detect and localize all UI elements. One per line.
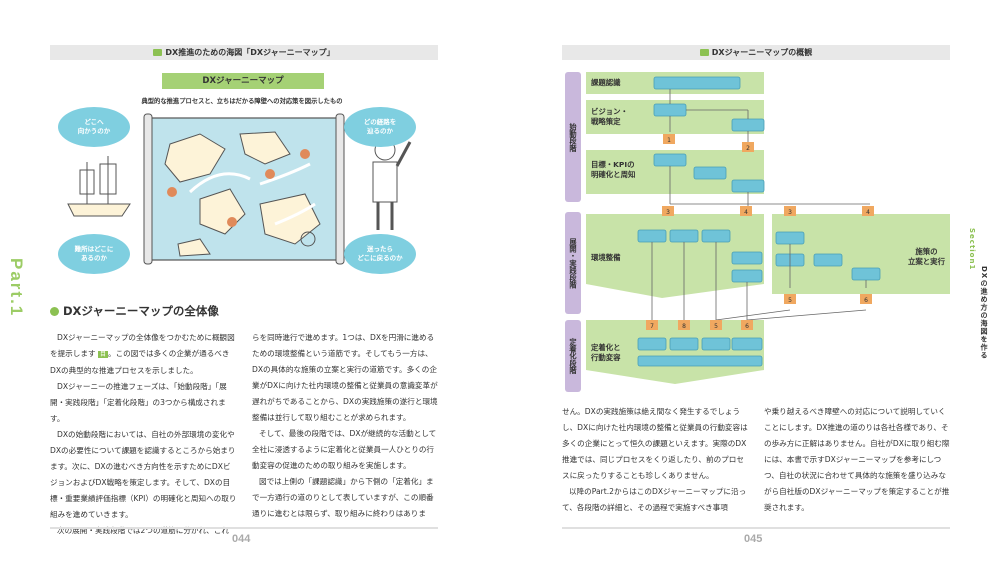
header-marker-icon	[153, 49, 163, 56]
badge-7: 7	[650, 323, 654, 330]
right-column-2: や乗り越えるべき障壁への対応について説明していくことにします。DX推進の道のりは…	[764, 407, 950, 512]
phase-start: 始動段階	[565, 72, 581, 202]
badge-5: 5	[788, 297, 792, 304]
phase-deploy: 展開・実践段階	[565, 212, 581, 314]
map-pin-icon	[300, 149, 310, 159]
badge-1: 1	[667, 137, 671, 144]
badge-2: 2	[746, 145, 750, 152]
ref-badge: 目	[97, 351, 108, 358]
badge-6b: 6	[745, 323, 749, 330]
ship-icon	[67, 156, 131, 217]
badge-4b: 4	[866, 209, 870, 216]
badge-3b: 3	[788, 209, 792, 216]
map-island-5	[177, 238, 211, 257]
section-dot-icon	[50, 307, 59, 316]
left-column-2: らを同時進行で進めます。1つは、DXを円滑に進めるための環境整備という道筋です。…	[252, 333, 438, 518]
map-pin-icon	[265, 169, 275, 179]
journey-map-illustration	[67, 113, 412, 265]
left-margin	[0, 0, 42, 577]
right-header: DXジャーニーマップの概観	[562, 45, 950, 60]
left-header: DX推進のための海図「DXジャーニーマップ」	[50, 45, 438, 60]
badge-4: 4	[744, 209, 748, 216]
phase-settle: 定着化段階	[565, 320, 581, 392]
captain-icon	[372, 137, 412, 230]
flow-label-issue: 課題認識	[591, 78, 621, 87]
journey-title: DXジャーニーマップ	[162, 73, 324, 89]
flow-label-environment: 環境整備	[591, 253, 621, 262]
section-heading-text: DXジャーニーマップの全体像	[63, 304, 219, 318]
flow-label-kpi: 目標・KPIの 明確化と周知	[591, 160, 636, 179]
compass-icon	[300, 231, 316, 247]
bubble-return-where: 迷ったら どこに戻るのか	[344, 234, 416, 274]
map-pin-icon	[167, 187, 177, 197]
map-island-2	[239, 131, 291, 165]
bubble-hard-spot: 難所はどこに あるのか	[58, 234, 130, 274]
flow-label-measures: 施策の 立案と実行	[908, 247, 945, 266]
left-footer-line	[50, 527, 438, 529]
left-column-1: DXジャーニーマップの全体像をつかむために概観図を提示します 目。この図では多く…	[50, 333, 237, 535]
journey-flow-diagram: 1 2 3 4 3 4 5 6 7 8 5 6	[586, 72, 950, 384]
right-column-1: せん。DXの実践施策は絶え間なく発生するでしょうし、DXに向けた社内環境の整備と…	[562, 407, 748, 512]
header-marker-icon	[699, 49, 709, 56]
map-island-1	[164, 133, 226, 183]
map-roll-left	[143, 113, 153, 265]
right-footer-line	[562, 527, 950, 529]
bubble-which-route: どの経路を 辿るのか	[344, 107, 416, 147]
route-arrow-2	[259, 162, 311, 186]
right-page-number: 045	[744, 533, 763, 545]
badge-5b: 5	[714, 323, 718, 330]
map-roll-right	[335, 113, 345, 265]
flow-label-settle: 定着化と 行動変容	[591, 343, 621, 362]
section-label: Section1	[968, 228, 976, 271]
bubble-where-to: どこへ 向かうのか	[58, 107, 130, 147]
right-margin	[960, 0, 1000, 577]
map-pin-icon	[227, 217, 237, 227]
route-arrow-1	[188, 172, 251, 194]
badge-3: 3	[666, 209, 670, 216]
part-label: Part.1	[7, 258, 26, 318]
badge-8: 8	[682, 323, 686, 330]
route-arrow-3	[274, 202, 316, 226]
journey-subtitle: 典型的な推進プロセスと、立ちはだかる障壁への対応策を図示したもの	[141, 98, 343, 105]
right-header-text: DXジャーニーマップの概観	[711, 48, 813, 57]
section-side-title: DXの進め方の海図を作る	[980, 266, 988, 360]
flow-label-vision: ビジョン・ 戦略策定	[591, 107, 628, 126]
badge-6: 6	[864, 297, 868, 304]
left-header-text: DX推進のための海図「DXジャーニーマップ」	[165, 48, 335, 57]
section-heading: DXジャーニーマップの全体像	[50, 303, 219, 319]
left-page-number: 044	[232, 533, 251, 545]
